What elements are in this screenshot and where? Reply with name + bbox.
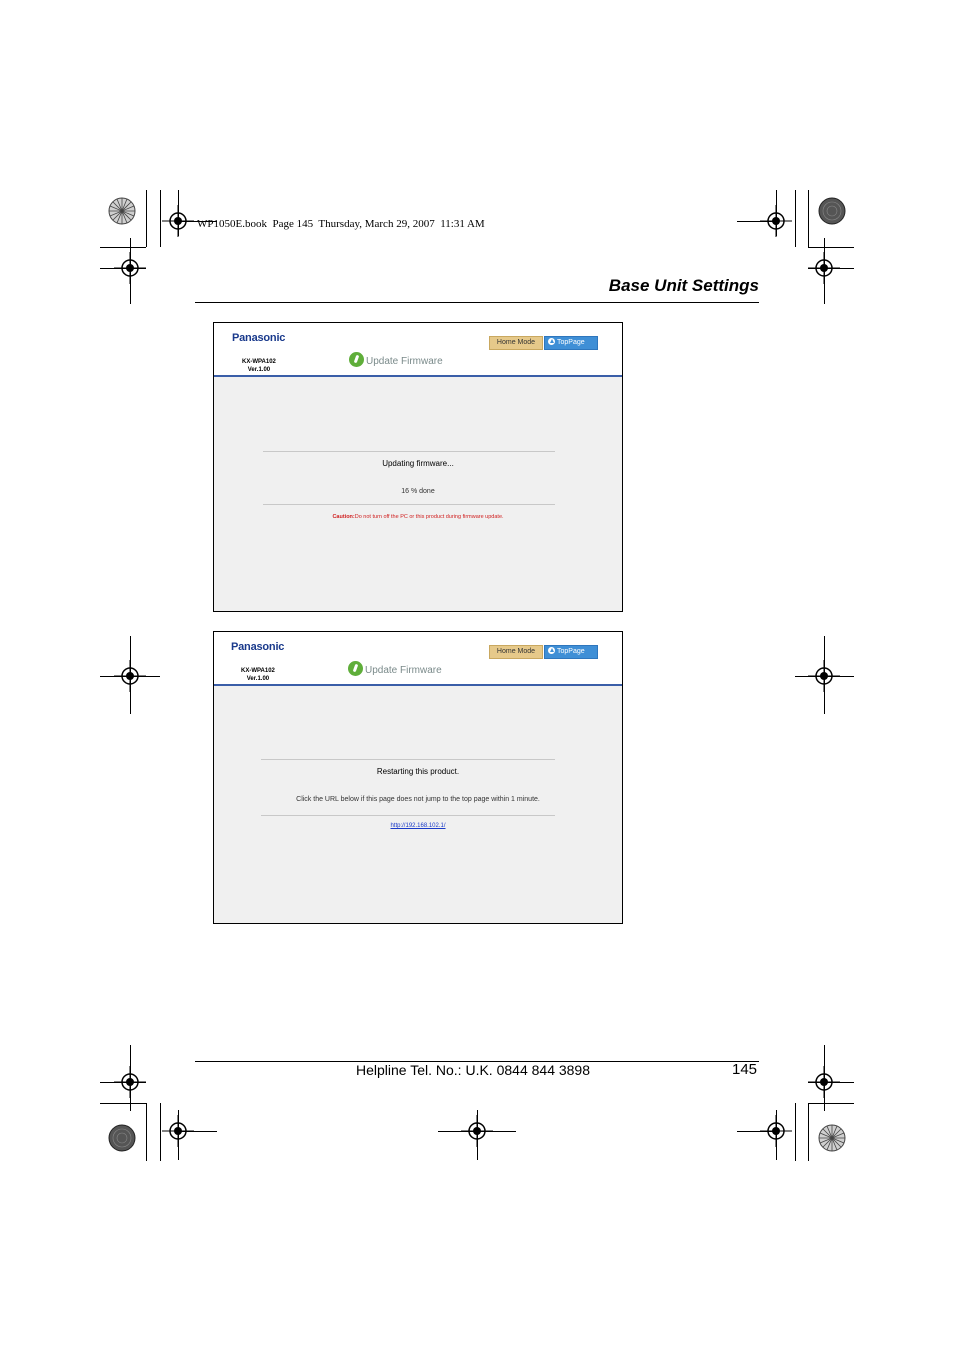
model-info: KX-WPA102 Ver.1.00 (242, 358, 276, 374)
footer-rule (195, 1061, 759, 1062)
starburst-dark-icon (108, 1124, 136, 1157)
top-page-button[interactable]: TopPage (544, 336, 598, 350)
section-title: Base Unit Settings (608, 276, 759, 295)
caution-note: Caution:Do not turn off the PC or this p… (214, 514, 622, 520)
divider (261, 815, 555, 816)
top-page-button[interactable]: TopPage (544, 645, 598, 659)
brand-logo: Panasonic (232, 332, 286, 344)
caution-text: Do not turn off the PC or this product d… (354, 514, 504, 520)
progress-text: 16 % done (401, 488, 435, 495)
version: Ver.1.00 (246, 676, 270, 682)
divider (263, 504, 555, 505)
model-info: KX-WPA102 Ver.1.00 (241, 667, 275, 683)
firmware-leaf-icon (349, 352, 364, 367)
helpline-text: Helpline Tel. No.: U.K. 0844 844 3898 (356, 1062, 591, 1078)
page-title-text: Update Firmware (366, 356, 443, 367)
book-header: WP1050E.book Page 145 Thursday, March 29… (197, 218, 485, 230)
up-arrow-icon (548, 338, 555, 345)
page-title: Update Firmware (348, 661, 442, 676)
starburst-dark-icon (818, 197, 846, 230)
starburst-light-icon (818, 1124, 846, 1157)
web-header: Panasonic KX-WPA102 Ver.1.00 Home Mode T… (214, 632, 622, 686)
model-name: KX-WPA102 (241, 668, 275, 674)
top-page-label: TopPage (557, 648, 585, 655)
page-title-text: Update Firmware (365, 665, 442, 676)
header-rule (195, 302, 759, 303)
restart-url-link[interactable]: http://192.168.102.1/ (390, 823, 446, 829)
page-number: 145 (732, 1061, 758, 1078)
brand-logo: Panasonic (231, 641, 285, 653)
home-mode-button[interactable]: Home Mode (489, 645, 543, 659)
top-page-label: TopPage (557, 339, 585, 346)
status-text: Restarting this product. (376, 767, 460, 776)
screenshot-restarting: Panasonic KX-WPA102 Ver.1.00 Home Mode T… (213, 631, 623, 924)
web-header: Panasonic KX-WPA102 Ver.1.00 Home Mode T… (214, 323, 622, 377)
version: Ver.1.00 (247, 367, 271, 373)
divider (263, 451, 555, 452)
screenshot-updating: Panasonic KX-WPA102 Ver.1.00 Home Mode T… (213, 322, 623, 612)
page-title: Update Firmware (349, 352, 443, 367)
instruction-text: Click the URL below if this page does no… (296, 796, 540, 803)
home-mode-button[interactable]: Home Mode (489, 336, 543, 350)
up-arrow-icon (548, 647, 555, 654)
status-text: Updating firmware... (382, 459, 454, 468)
firmware-leaf-icon (348, 661, 363, 676)
divider (261, 759, 555, 760)
model-name: KX-WPA102 (242, 359, 276, 365)
caution-label: Caution: (332, 514, 355, 520)
starburst-light-icon (108, 197, 136, 230)
